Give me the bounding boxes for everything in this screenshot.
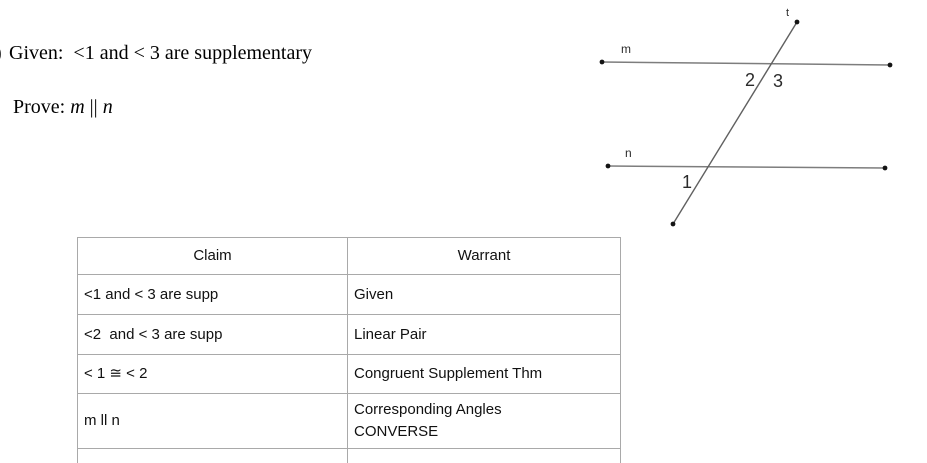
warrant-line-1: Corresponding Angles (354, 401, 502, 418)
parallel-lines-diagram: m n t 2 3 1 (599, 7, 893, 227)
angle-3-label: 3 (773, 71, 783, 91)
claim-cell: < 1 ≅ < 2 (77, 354, 348, 394)
prove-statement: Prove: m || n (13, 96, 113, 119)
table-row: < 1 ≅ < 2 Congruent Supplement Thm (77, 354, 621, 394)
warrant-column-header: Warrant (347, 237, 621, 275)
line-n-left-endpoint (605, 163, 611, 169)
table-header-row: Claim Warrant (77, 237, 621, 275)
parallel-symbol: || (89, 96, 98, 118)
table-row-empty (77, 448, 621, 463)
warrant-cell: Linear Pair (347, 314, 621, 355)
line-n-right-endpoint (882, 165, 888, 171)
prove-line-n: n (102, 96, 113, 118)
line-m-label: m (621, 42, 631, 56)
warrant-cell: Given (347, 274, 621, 315)
transversal-top-endpoint (794, 19, 800, 25)
transversal-label: t (786, 7, 789, 19)
line-n (607, 165, 886, 169)
warrant-line-2: CONVERSE (354, 423, 439, 440)
transversal-t (672, 21, 798, 225)
claim-column-header: Claim (77, 237, 348, 275)
table-row: <2 and < 3 are supp Linear Pair (77, 314, 621, 355)
table-row: <1 and < 3 are supp Given (77, 274, 621, 315)
transversal-bottom-endpoint (670, 221, 676, 227)
warrant-cell (347, 448, 621, 463)
warrant-cell: Congruent Supplement Thm (347, 354, 621, 394)
angle-1-label: 1 (682, 172, 692, 192)
claim-cell: <2 and < 3 are supp (77, 314, 348, 355)
list-marker: ) (0, 42, 2, 65)
prove-line-m: m (70, 96, 85, 118)
line-m-left-endpoint (599, 59, 605, 65)
prove-label: Prove: (13, 96, 71, 118)
claim-cell: m ll n (77, 393, 348, 449)
line-m (601, 61, 891, 66)
line-m-right-endpoint (887, 62, 893, 68)
proof-table: Claim Warrant <1 and < 3 are supp Given … (77, 237, 621, 463)
claim-cell (77, 448, 348, 463)
angle-2-label: 2 (745, 70, 755, 90)
given-statement: Given: <1 and < 3 are supplementary (9, 42, 313, 64)
line-n-label: n (625, 146, 632, 160)
claim-cell: <1 and < 3 are supp (77, 274, 348, 315)
